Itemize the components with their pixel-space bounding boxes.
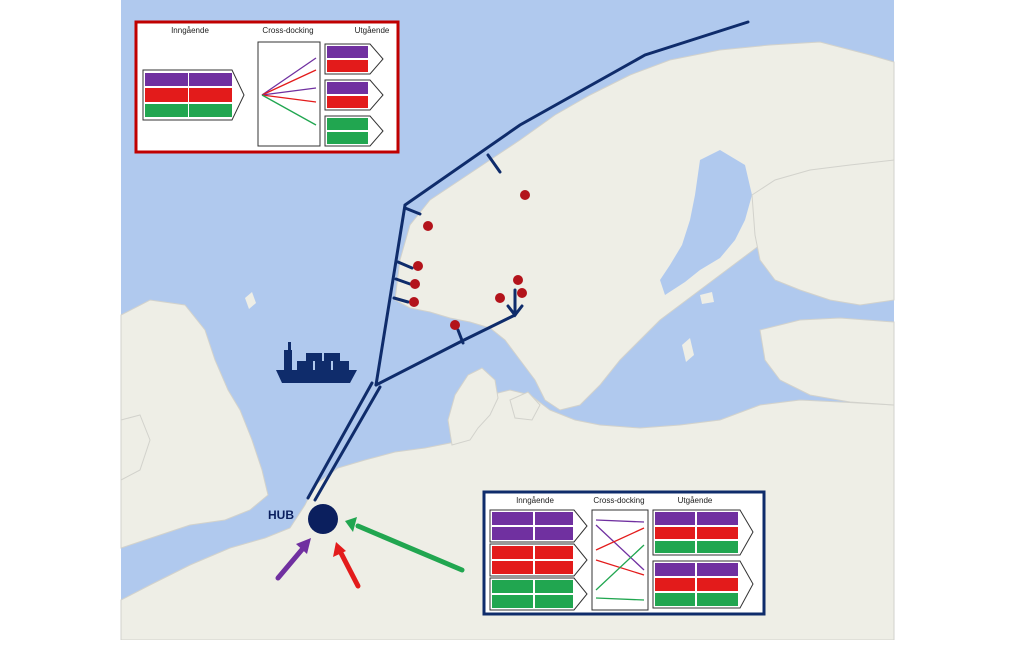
route-tick <box>456 328 465 345</box>
top-crossdock-inset: Inngående Cross-docking Utgående <box>134 20 400 154</box>
arrow-red-head <box>333 542 346 557</box>
shipping-routes <box>306 20 750 502</box>
city-marker <box>409 297 419 307</box>
city-markers <box>409 190 530 330</box>
arrow-green-head <box>345 517 357 532</box>
arrow-purple-head <box>296 538 311 554</box>
route-skagerrak <box>374 313 517 387</box>
sea-gulf-of-bothnia <box>660 150 752 295</box>
route-oslofjord-arrow <box>506 304 524 318</box>
bottom-crossdock-box <box>591 509 649 611</box>
route-main-north-a <box>306 381 374 500</box>
bottom-crossdock-inset: Inngående Cross-docking Utgående <box>482 490 766 616</box>
city-marker <box>413 261 423 271</box>
land-baltics <box>759 317 895 406</box>
route-tick <box>486 153 502 174</box>
land-finland <box>751 159 895 306</box>
route-tick <box>392 296 410 304</box>
city-marker <box>495 293 505 303</box>
city-marker <box>423 221 433 231</box>
bottom-inbound-label: Inngående <box>516 496 554 505</box>
route-tick <box>394 277 412 286</box>
hub-marker-icon <box>308 504 338 534</box>
land-ireland <box>120 414 151 481</box>
land-great-britain <box>120 299 269 549</box>
arrow-purple <box>275 543 308 581</box>
top-outbound-label: Utgående <box>355 26 390 35</box>
route-tick <box>403 206 422 216</box>
inbound-arrows <box>275 517 465 589</box>
city-marker <box>513 275 523 285</box>
arrow-red <box>338 550 361 589</box>
arrow-green <box>355 523 465 573</box>
city-marker <box>520 190 530 200</box>
city-marker <box>450 320 460 330</box>
route-tick <box>396 260 414 270</box>
hub-label: HUB <box>268 508 294 522</box>
route-main-north-b <box>313 385 382 502</box>
route-west-coast <box>374 20 750 387</box>
city-marker <box>517 288 527 298</box>
top-inbound-label: Inngående <box>171 26 209 35</box>
land-aland <box>700 292 714 304</box>
city-marker <box>410 279 420 289</box>
land-shetland <box>245 292 256 309</box>
land-denmark <box>447 367 499 446</box>
land-zealand <box>509 391 541 421</box>
land-gotland <box>682 338 694 362</box>
cargo-ship-icon <box>276 342 357 383</box>
bottom-crossdock-label: Cross-docking <box>593 496 644 505</box>
bottom-outbound-label: Utgående <box>678 496 713 505</box>
top-crossdock-label: Cross-docking <box>262 26 313 35</box>
